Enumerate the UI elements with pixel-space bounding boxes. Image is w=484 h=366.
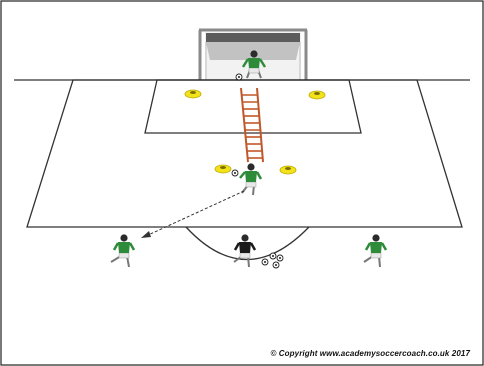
- ball-icon: [231, 169, 239, 177]
- ball-icon: [276, 254, 284, 262]
- ball-icon: [235, 73, 243, 81]
- cone-icon: [184, 89, 202, 99]
- ladder-rungs: [241, 94, 263, 159]
- ladder-left-rail: [240, 87, 249, 163]
- ball-icon: [261, 258, 269, 266]
- cone-icon: [279, 165, 297, 175]
- cone-icon: [308, 90, 326, 100]
- ball-icon: [272, 261, 280, 269]
- goal-net-top: [206, 33, 300, 42]
- penalty-arc: [185, 226, 310, 260]
- player-wide-right: [363, 234, 388, 268]
- ball-icon: [269, 252, 277, 260]
- player-server: [233, 234, 257, 268]
- player-ladder-runner: [239, 163, 263, 196]
- player-goalkeeper: [241, 50, 267, 79]
- copyright-notice: © Copyright www.academysoccercoach.co.uk…: [270, 349, 470, 358]
- ladder-right-rail: [256, 87, 264, 163]
- agility-ladder: [240, 87, 264, 163]
- six-yard-box: [144, 79, 362, 134]
- cone-icon: [214, 164, 232, 174]
- marker-cones: [184, 89, 326, 175]
- movement-arrow: [141, 190, 245, 238]
- player-wide-left: [110, 234, 136, 268]
